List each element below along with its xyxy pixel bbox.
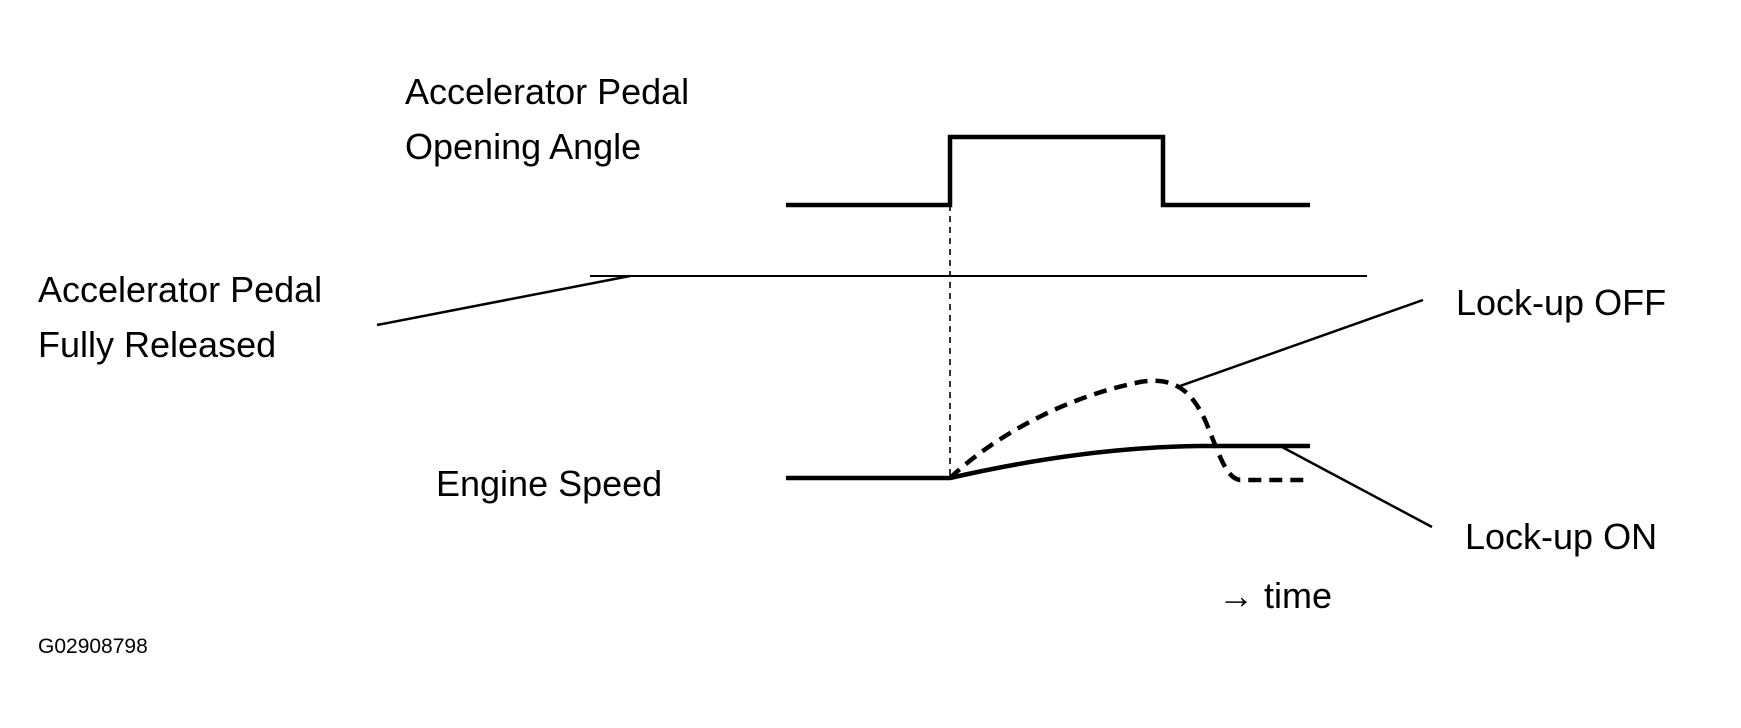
pedal-angle-label-line1: Accelerator Pedal [405, 71, 689, 112]
figure-code: G02908798 [38, 635, 148, 658]
pedal-released-label-line2: Fully Released [38, 324, 276, 365]
pedal-released-leader-line [376, 274, 631, 327]
lockup-on-leader-line [1281, 445, 1433, 529]
engine-speed-label: Engine Speed [436, 463, 662, 504]
pedal-released-label-line1: Accelerator Pedal [38, 269, 322, 310]
pedal-angle-label-line2: Opening Angle [405, 126, 641, 167]
engine-speed-lockup-off-curve [948, 378, 1310, 483]
pedal-angle-waveform [786, 134, 1310, 208]
lockup-off-leader-line [1179, 298, 1424, 388]
lockup-on-label: Lock-up ON [1465, 516, 1657, 557]
engine-speed-lockup-on-curve [786, 443, 1310, 481]
time-axis-label: → time [1218, 575, 1332, 616]
lockup-off-label: Lock-up OFF [1456, 282, 1666, 323]
